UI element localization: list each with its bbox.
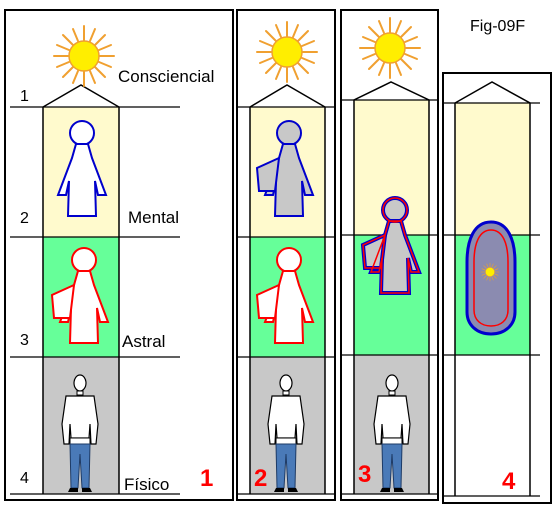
panel-number-4: 4 bbox=[502, 468, 516, 495]
inner-sun-icon bbox=[480, 262, 500, 282]
column-outline bbox=[454, 81, 531, 496]
panel-3: 3 bbox=[340, 9, 439, 501]
panel-number-2: 2 bbox=[254, 465, 267, 492]
level-name-fisico: Físico bbox=[124, 475, 169, 494]
level-name-mental: Mental bbox=[128, 208, 179, 227]
panel-2: 2 bbox=[236, 9, 336, 501]
panel-1: 1 2 3 4 Consciencial Mental Astral Físic… bbox=[4, 9, 234, 501]
column-outline bbox=[353, 81, 430, 494]
astral-outline-icon bbox=[473, 229, 509, 327]
level-number-2: 2 bbox=[20, 210, 29, 227]
consciousness-aura-icon bbox=[465, 220, 517, 336]
panel-4: 4 bbox=[442, 72, 552, 504]
mental-zone bbox=[455, 103, 530, 235]
level-number-4: 4 bbox=[20, 470, 29, 487]
figure-label: Fig-09F bbox=[470, 18, 525, 35]
panel-number-3: 3 bbox=[358, 461, 371, 488]
level-name-consciencial: Consciencial bbox=[118, 67, 214, 86]
level-number-3: 3 bbox=[20, 332, 29, 349]
level-name-astral: Astral bbox=[122, 332, 165, 351]
level-number-1: 1 bbox=[20, 88, 29, 105]
sun-icon bbox=[256, 21, 318, 83]
column-outline bbox=[42, 84, 120, 494]
column-outline bbox=[249, 84, 326, 494]
sun-icon bbox=[359, 17, 421, 79]
sun-icon bbox=[53, 25, 115, 87]
panel-number-1: 1 bbox=[200, 465, 213, 492]
